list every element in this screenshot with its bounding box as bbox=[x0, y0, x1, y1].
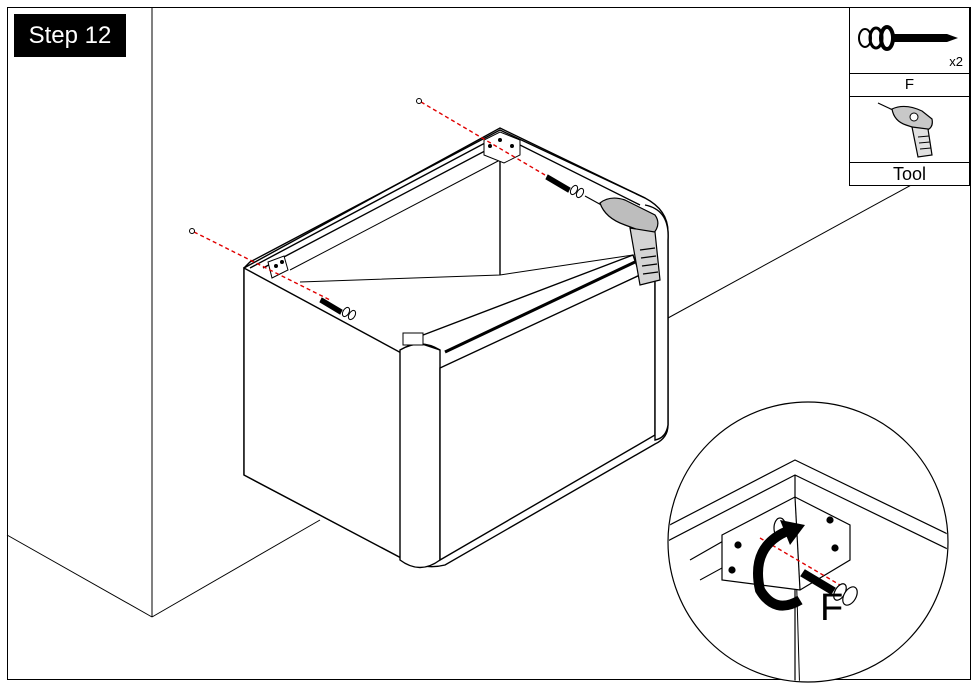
wall-hole-markers bbox=[189, 98, 422, 234]
hardware-letter: F bbox=[850, 74, 969, 97]
corner-bracket-rear bbox=[483, 131, 521, 164]
screw-washer-icon bbox=[800, 569, 858, 606]
rotation-arrow-icon bbox=[753, 520, 805, 611]
parts-legend: x2 F Tool bbox=[849, 7, 970, 186]
tool-cell bbox=[850, 97, 969, 163]
screw-washer-icon bbox=[319, 174, 585, 321]
hardware-cell: x2 bbox=[850, 8, 969, 74]
drill-icon bbox=[584, 195, 661, 286]
alignment-guide-lines bbox=[193, 101, 546, 301]
tool-label: Tool bbox=[892, 164, 927, 184]
vanity-cabinet bbox=[243, 127, 669, 569]
corner-bracket-left bbox=[267, 255, 289, 279]
drill-icon bbox=[877, 102, 933, 158]
page-frame bbox=[7, 7, 971, 680]
callout-part-letter: F bbox=[820, 587, 844, 629]
screw-washer-icon bbox=[858, 25, 958, 51]
detail-callout bbox=[667, 401, 949, 683]
room-perspective-lines bbox=[6, 7, 936, 618]
step-number-badge: Step 12 bbox=[14, 14, 126, 57]
hardware-quantity: x2 bbox=[949, 54, 963, 69]
